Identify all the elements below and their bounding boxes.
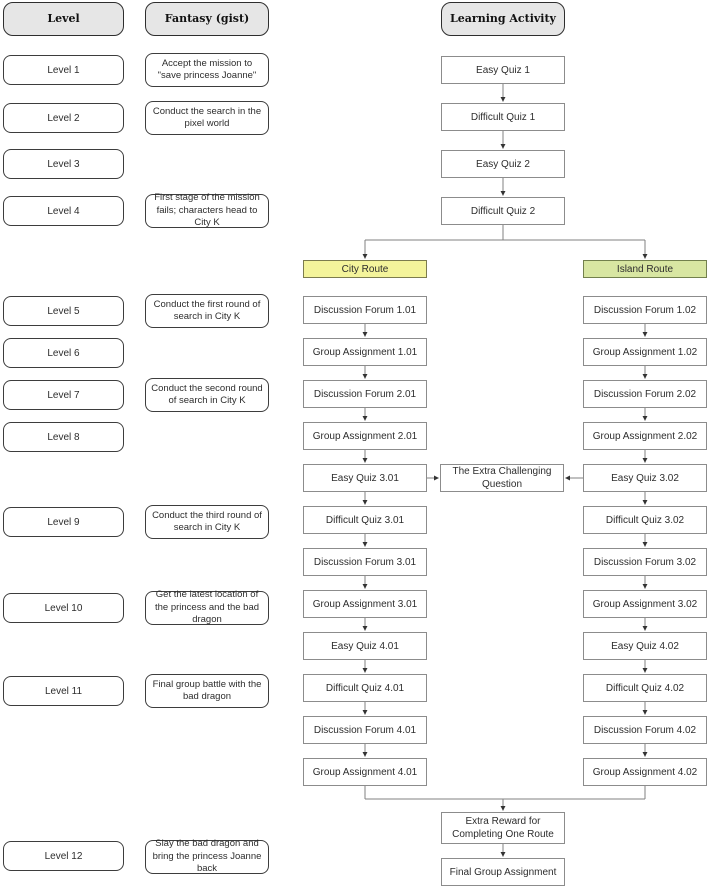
node-fantasy-level-1: Accept the mission to "save princess Joa…: [145, 53, 269, 87]
node-fantasy-level-11: Final group battle with the bad dragon: [145, 674, 269, 708]
node-fantasy-level-12: Slay the bad dragon and bring the prince…: [145, 838, 269, 874]
node-group-assignment-1-01: Group Assignment 1.01: [303, 338, 427, 366]
node-easy-quiz-3-02: Easy Quiz 3.02: [583, 464, 707, 492]
node-discussion-forum-2-02: Discussion Forum 2.02: [583, 380, 707, 408]
node-easy-quiz-3-01: Easy Quiz 3.01: [303, 464, 427, 492]
node-level-3: Level 3: [3, 149, 124, 179]
node-fantasy-level-9: Conduct the third round of search in Cit…: [145, 505, 269, 539]
node-discussion-forum-3-02: Discussion Forum 3.02: [583, 548, 707, 576]
node-group-assignment-1-02: Group Assignment 1.02: [583, 338, 707, 366]
node-level-7: Level 7: [3, 380, 124, 410]
node-final-group-assignment: Final Group Assignment: [441, 858, 565, 886]
node-level-10: Level 10: [3, 593, 124, 623]
node-discussion-forum-3-01: Discussion Forum 3.01: [303, 548, 427, 576]
node-group-assignment-4-02: Group Assignment 4.02: [583, 758, 707, 786]
node-fantasy-level-4: First stage of the mission fails; charac…: [145, 192, 269, 228]
node-fantasy-level-10: Get the latest location of the princess …: [145, 589, 269, 625]
node-easy-quiz-2: Easy Quiz 2: [441, 150, 565, 178]
node-difficult-quiz-4-01: Difficult Quiz 4.01: [303, 674, 427, 702]
header-learning-activity: Learning Activity: [441, 2, 565, 36]
node-discussion-forum-1-01: Discussion Forum 1.01: [303, 296, 427, 324]
node-level-8: Level 8: [3, 422, 124, 452]
node-group-assignment-2-02: Group Assignment 2.02: [583, 422, 707, 450]
node-group-assignment-3-01: Group Assignment 3.01: [303, 590, 427, 618]
node-group-assignment-4-01: Group Assignment 4.01: [303, 758, 427, 786]
node-discussion-forum-2-01: Discussion Forum 2.01: [303, 380, 427, 408]
node-easy-quiz-4-01: Easy Quiz 4.01: [303, 632, 427, 660]
node-fantasy-level-5: Conduct the first round of search in Cit…: [145, 294, 269, 328]
node-easy-quiz-4-02: Easy Quiz 4.02: [583, 632, 707, 660]
node-level-9: Level 9: [3, 507, 124, 537]
node-discussion-forum-4-02: Discussion Forum 4.02: [583, 716, 707, 744]
node-level-2: Level 2: [3, 103, 124, 133]
node-difficult-quiz-1: Difficult Quiz 1: [441, 103, 565, 131]
node-level-1: Level 1: [3, 55, 124, 85]
node-difficult-quiz-2: Difficult Quiz 2: [441, 197, 565, 225]
node-difficult-quiz-4-02: Difficult Quiz 4.02: [583, 674, 707, 702]
node-difficult-quiz-3-01: Difficult Quiz 3.01: [303, 506, 427, 534]
node-discussion-forum-4-01: Discussion Forum 4.01: [303, 716, 427, 744]
header-level: Level: [3, 2, 124, 36]
node-city-route: City Route: [303, 260, 427, 278]
node-group-assignment-3-02: Group Assignment 3.02: [583, 590, 707, 618]
node-fantasy-level-7: Conduct the second round of search in Ci…: [145, 378, 269, 412]
node-level-6: Level 6: [3, 338, 124, 368]
node-level-12: Level 12: [3, 841, 124, 871]
header-fantasy: Fantasy (gist): [145, 2, 269, 36]
node-extra-challenging-question: The Extra Challenging Question: [440, 464, 564, 492]
node-level-11: Level 11: [3, 676, 124, 706]
node-group-assignment-2-01: Group Assignment 2.01: [303, 422, 427, 450]
node-island-route: Island Route: [583, 260, 707, 278]
node-fantasy-level-2: Conduct the search in the pixel world: [145, 101, 269, 135]
node-level-5: Level 5: [3, 296, 124, 326]
node-level-4: Level 4: [3, 196, 124, 226]
node-easy-quiz-1: Easy Quiz 1: [441, 56, 565, 84]
node-extra-reward: Extra Reward for Completing One Route: [441, 812, 565, 844]
node-discussion-forum-1-02: Discussion Forum 1.02: [583, 296, 707, 324]
node-difficult-quiz-3-02: Difficult Quiz 3.02: [583, 506, 707, 534]
